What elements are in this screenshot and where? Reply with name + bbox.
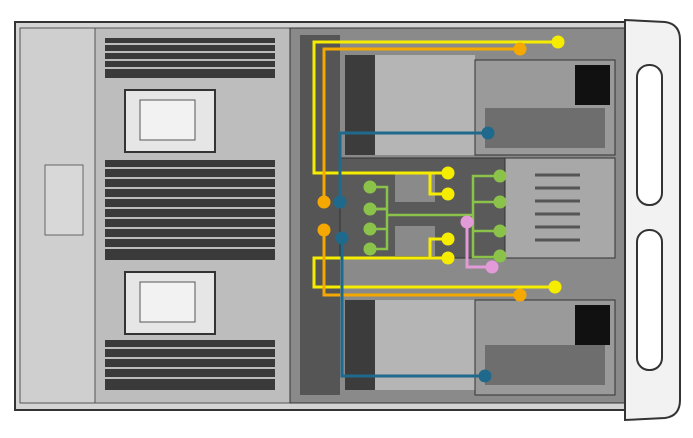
green-connector — [493, 249, 507, 263]
green-connector — [363, 222, 377, 236]
yellow-connector — [548, 280, 562, 294]
server-chassis — [14, 18, 681, 422]
connector-dots — [317, 35, 565, 383]
cpu-socket — [124, 89, 216, 153]
orange-connector — [513, 288, 527, 302]
orange-connector — [513, 42, 527, 56]
blue-cable-bottom — [340, 238, 485, 378]
green-connector — [363, 242, 377, 256]
yellow-connector — [441, 166, 455, 180]
orange-cable-top — [322, 47, 520, 202]
cpu-socket — [124, 271, 216, 335]
pink-connector — [485, 260, 499, 274]
yellow-cable-top — [312, 40, 558, 175]
orange-connector — [317, 223, 331, 237]
green-connector — [493, 224, 507, 238]
yellow-connector — [441, 187, 455, 201]
yellow-connector — [441, 232, 455, 246]
yellow-connector — [551, 35, 565, 49]
green-cable-left-bus — [370, 185, 389, 251]
blue-connector — [335, 231, 349, 245]
green-connector — [363, 202, 377, 216]
green-cable-right-bus — [471, 174, 500, 259]
orange-cable-bottom — [322, 230, 520, 297]
green-connector — [363, 180, 377, 194]
pink-connector — [460, 215, 474, 229]
yellow-connector — [441, 251, 455, 265]
blue-connector — [478, 369, 492, 383]
orange-connector — [317, 195, 331, 209]
yellow-cable-bottom — [312, 256, 555, 289]
rear-handle — [624, 18, 681, 422]
green-connector — [493, 195, 507, 209]
blue-connector — [481, 126, 495, 140]
green-connector — [493, 169, 507, 183]
pink-cable — [465, 222, 492, 269]
blue-connector — [333, 195, 347, 209]
blue-cable-top — [338, 131, 488, 202]
